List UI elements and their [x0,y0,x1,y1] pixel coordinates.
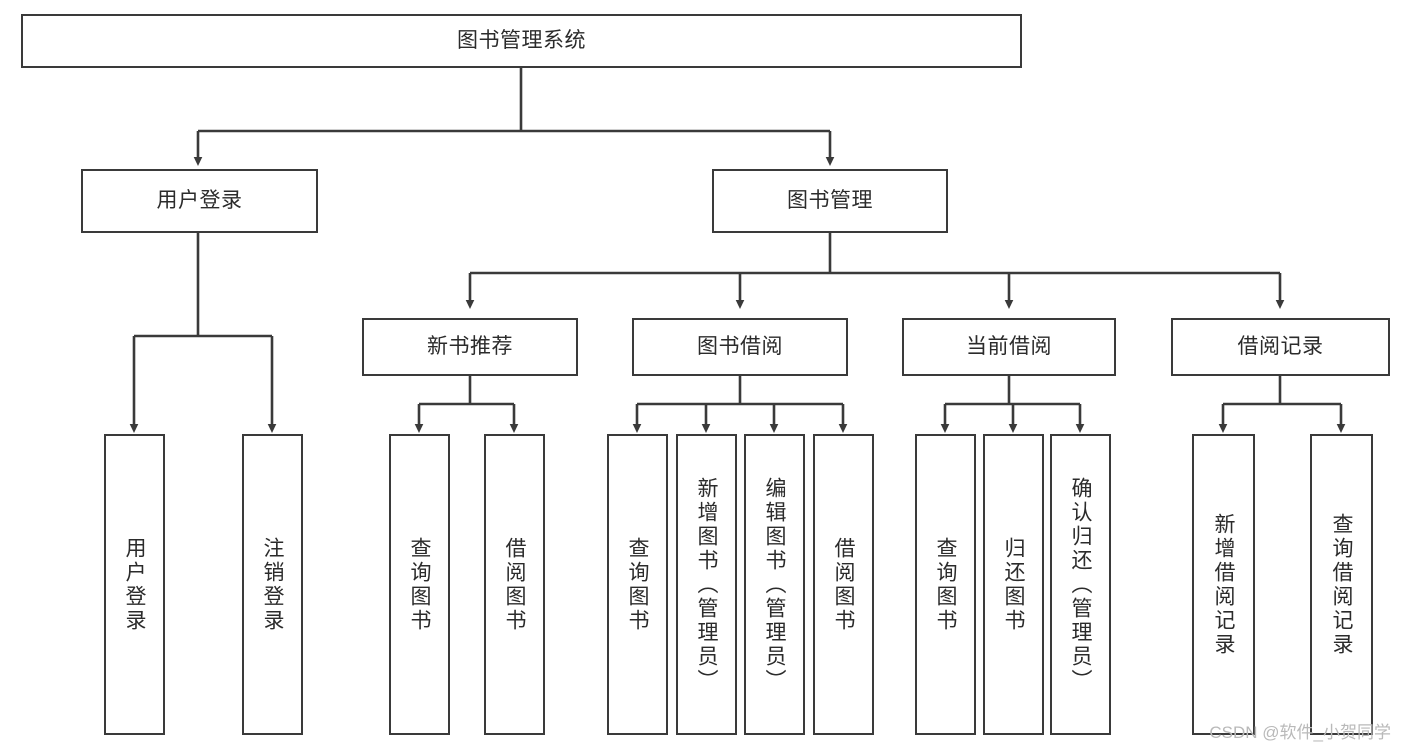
node-borrow-record[interactable]: 借阅记录 [1171,318,1390,376]
node-new-book-recommend[interactable]: 新书推荐 [362,318,578,376]
node-current-borrow[interactable]: 当前借阅 [902,318,1116,376]
node-root[interactable]: 图书管理系统 [21,14,1022,68]
node-user-login[interactable]: 用户登录 [81,169,318,233]
leaf-borrow-book-2-label: 借阅图书 [832,536,855,633]
leaf-confirm-return[interactable]: 确认归还（管理员） [1050,434,1111,735]
leaf-confirm-return-label: 确认归还（管理员） [1069,476,1092,693]
leaf-borrow-book-1-label: 借阅图书 [503,536,526,633]
leaf-add-record-label: 新增借阅记录 [1212,512,1235,657]
node-book-manage-label: 图书管理 [787,189,873,213]
node-user-login-label: 用户登录 [156,189,243,213]
leaf-query-book-1-label: 查询图书 [408,536,431,633]
node-book-borrow[interactable]: 图书借阅 [632,318,848,376]
leaf-query-book-2-label: 查询图书 [626,536,649,633]
node-new-book-recommend-label: 新书推荐 [427,335,513,359]
node-book-borrow-label: 图书借阅 [697,335,783,359]
leaf-add-book-label: 新增图书（管理员） [695,476,718,693]
leaf-query-book-3-label: 查询图书 [934,536,957,633]
leaf-logout-label: 注销登录 [261,536,284,633]
leaf-query-book-2[interactable]: 查询图书 [607,434,668,735]
leaf-return-book-label: 归还图书 [1002,536,1025,633]
leaf-query-book-1[interactable]: 查询图书 [389,434,450,735]
leaf-add-book[interactable]: 新增图书（管理员） [676,434,737,735]
leaf-query-record-label: 查询借阅记录 [1330,512,1353,657]
leaf-borrow-book-2[interactable]: 借阅图书 [813,434,874,735]
node-book-manage[interactable]: 图书管理 [712,169,948,233]
leaf-add-record[interactable]: 新增借阅记录 [1192,434,1255,735]
leaf-user-login-label: 用户登录 [123,536,146,633]
leaf-return-book[interactable]: 归还图书 [983,434,1044,735]
node-borrow-record-label: 借阅记录 [1237,335,1324,359]
leaf-logout[interactable]: 注销登录 [242,434,303,735]
leaf-borrow-book-1[interactable]: 借阅图书 [484,434,545,735]
leaf-edit-book[interactable]: 编辑图书（管理员） [744,434,805,735]
leaf-edit-book-label: 编辑图书（管理员） [763,476,786,693]
node-current-borrow-label: 当前借阅 [966,335,1052,359]
leaf-query-book-3[interactable]: 查询图书 [915,434,976,735]
node-root-label: 图书管理系统 [457,29,586,53]
leaf-user-login[interactable]: 用户登录 [104,434,165,735]
leaf-query-record[interactable]: 查询借阅记录 [1310,434,1373,735]
